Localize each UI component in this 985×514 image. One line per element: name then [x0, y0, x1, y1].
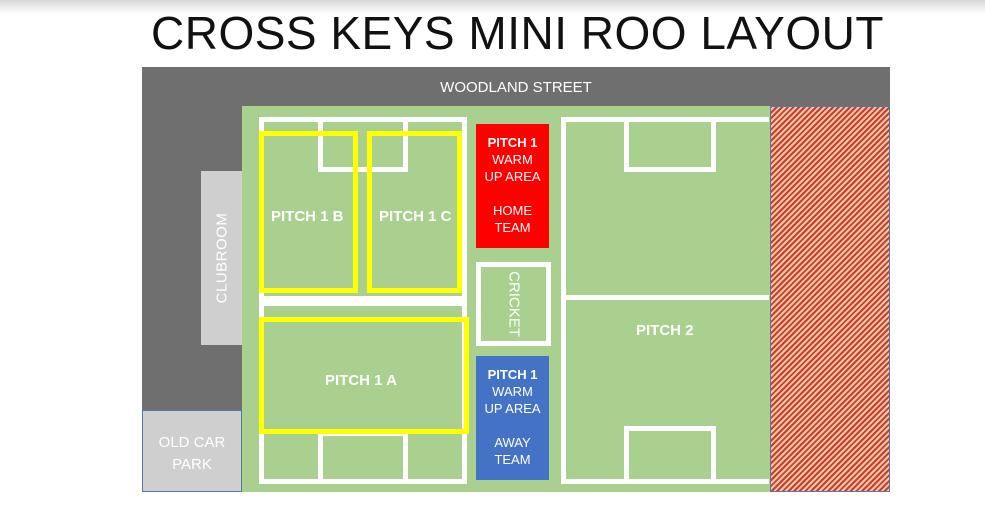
- page-title: CROSS KEYS MINI ROO LAYOUT: [151, 7, 884, 59]
- pitch-2-bottom-goal-box: [624, 426, 716, 484]
- pitch-2-boundary: [561, 117, 769, 484]
- home-team-line-1: HOME: [493, 203, 532, 218]
- clubroom: CLUBROOM: [201, 171, 243, 345]
- pitch-1b-outline: PITCH 1 B: [259, 131, 358, 293]
- pitch-1c-outline: PITCH 1 C: [367, 131, 462, 293]
- home-warm-up-line-2: UP AREA: [484, 169, 541, 184]
- away-warm-up-line-1: WARM: [492, 384, 533, 399]
- pitch-2-top-goal-box: [624, 117, 716, 172]
- away-warm-up-line-2: UP AREA: [484, 401, 541, 416]
- cricket-area: CRICKET: [476, 262, 551, 346]
- old-car-park: OLD CAR PARK: [142, 410, 242, 492]
- pitch-1-top-goal-box: [318, 117, 408, 172]
- home-warm-up-line-1: WARM: [492, 152, 533, 167]
- home-warm-up-heading: PITCH 1: [487, 135, 538, 150]
- top-shadow: [0, 0, 985, 14]
- pitch-1b-label: PITCH 1 B: [271, 208, 344, 225]
- away-warm-up-area: PITCH 1 WARM UP AREA AWAY TEAM: [476, 356, 549, 480]
- car-park-label-line-2: PARK: [172, 456, 212, 473]
- pitch-1a-label: PITCH 1 A: [325, 372, 397, 389]
- pitch-1a-outline: PITCH 1 A: [259, 317, 469, 434]
- away-team-line-2: TEAM: [494, 452, 531, 467]
- home-warm-up-area: PITCH 1 WARM UP AREA HOME TEAM: [476, 124, 549, 248]
- hatched-area: [770, 106, 890, 492]
- car-park-label-line-1: OLD CAR: [158, 434, 226, 451]
- away-warm-up-heading: PITCH 1: [487, 367, 538, 382]
- pitch-2-label: PITCH 2: [636, 322, 694, 339]
- pitch-1c-label: PITCH 1 C: [379, 208, 452, 225]
- pitch-2-halfway-line: [561, 295, 769, 300]
- cricket-label: CRICKET: [505, 271, 522, 337]
- home-team-line-2: TEAM: [494, 220, 531, 235]
- pitch-1-bottom-goal-box: [318, 431, 408, 484]
- woodland-street: WOODLAND STREET: [142, 67, 890, 106]
- clubroom-label: CLUBROOM: [213, 212, 231, 304]
- away-team-line-1: AWAY: [494, 435, 531, 450]
